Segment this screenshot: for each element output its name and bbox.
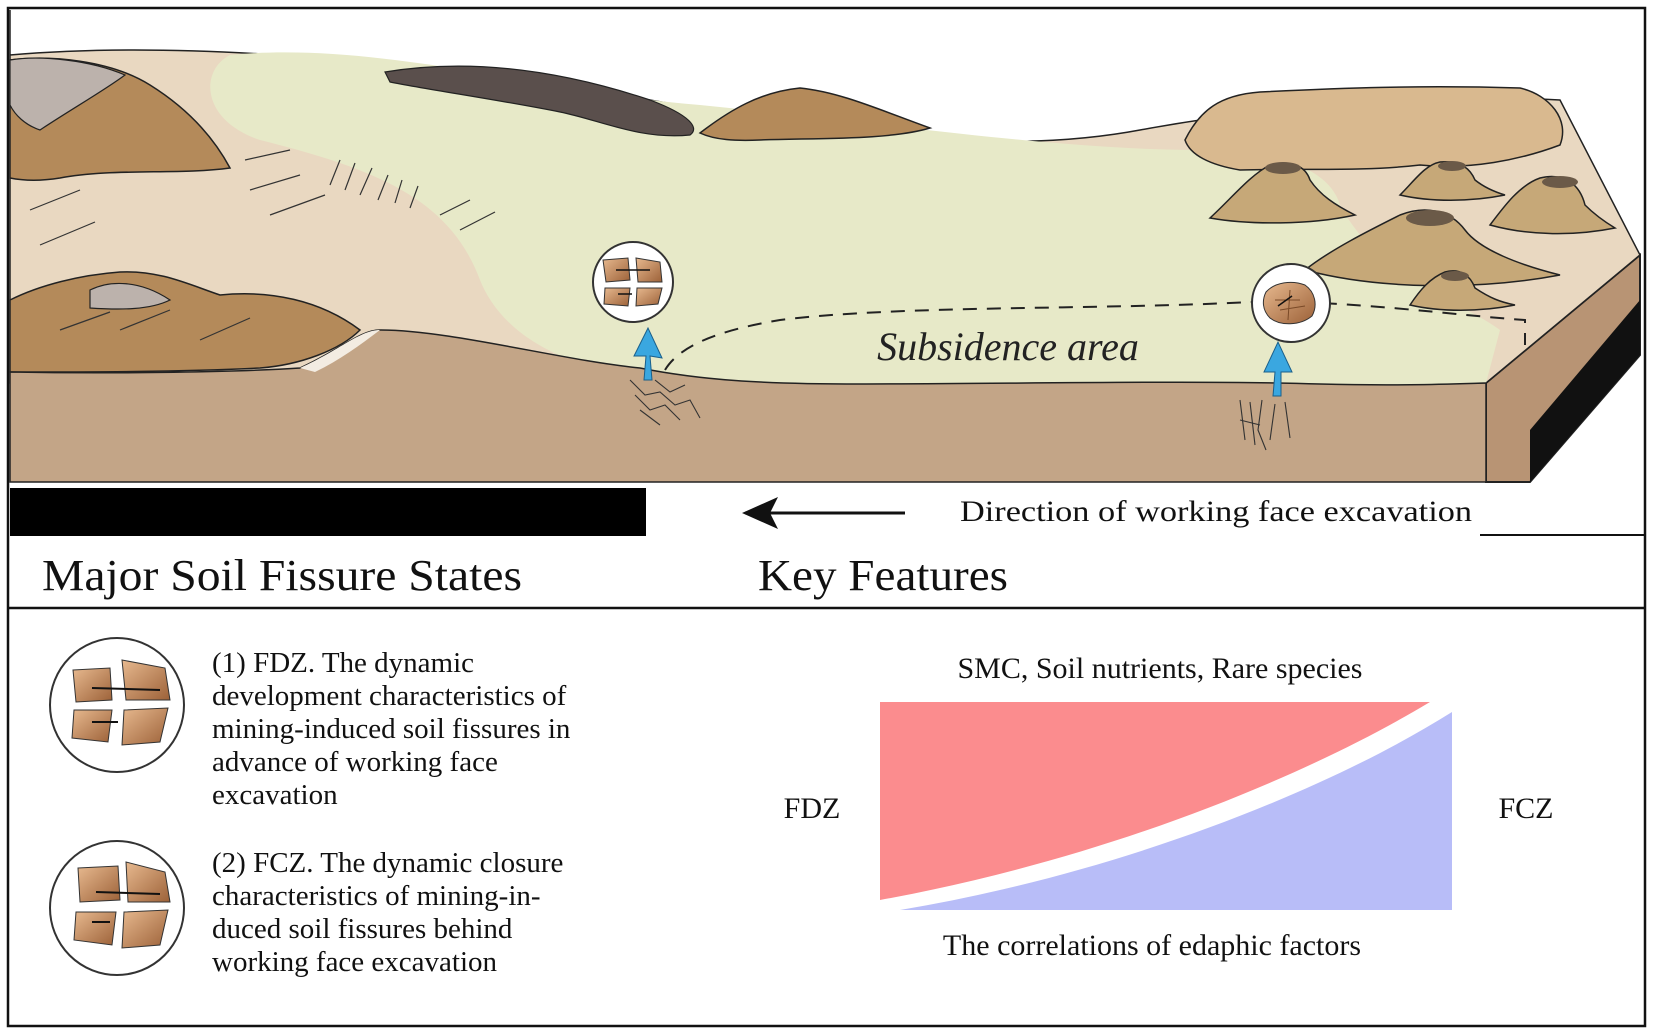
fdz-fissure-icon bbox=[49, 637, 185, 773]
fdz-line-2: development characteristics of bbox=[212, 680, 567, 712]
fdz-line-3: mining-induced soil fissures in bbox=[212, 713, 571, 745]
fissure-callout-fdz bbox=[592, 241, 674, 323]
left-back-hill-rock bbox=[9, 57, 127, 131]
direction-row: Direction of working face excavation bbox=[10, 488, 1645, 536]
ground-front-face bbox=[9, 329, 1487, 483]
fcz-line-3: duced soil fissures behind bbox=[212, 913, 513, 945]
blue-arrow-left bbox=[633, 326, 663, 381]
fdz-line-1: (1) FDZ. The dynamic bbox=[212, 647, 474, 679]
direction-arrowhead bbox=[742, 497, 778, 529]
states-heading: Major Soil Fissure States bbox=[42, 551, 522, 600]
state-item-fdz: (1) FDZ. The dynamic development charact… bbox=[49, 637, 578, 811]
features-bottom-label: The correlations of edaphic factors bbox=[943, 929, 1361, 962]
features-heading: Key Features bbox=[758, 551, 1008, 600]
surface-hatching bbox=[29, 149, 496, 341]
mound-2 bbox=[1398, 160, 1506, 201]
features-left-label: FDZ bbox=[784, 792, 841, 825]
right-plateau bbox=[1184, 86, 1564, 171]
fdz-description: (1) FDZ. The dynamic development charact… bbox=[212, 647, 578, 811]
mound-5 bbox=[1408, 270, 1516, 311]
mound-1 bbox=[1208, 162, 1358, 224]
working-face-bar bbox=[10, 488, 646, 536]
fcz-line-4: working face excavation bbox=[212, 946, 498, 978]
right-mound-group bbox=[1208, 160, 1618, 311]
ground-front-highlight bbox=[300, 330, 380, 372]
dark-rock-ridge bbox=[384, 65, 695, 137]
blue-arrow-right bbox=[1263, 340, 1293, 397]
features-top-label: SMC, Soil nutrients, Rare species bbox=[958, 652, 1363, 685]
key-features-graphic: SMC, Soil nutrients, Rare species FDZ FC… bbox=[784, 652, 1554, 962]
subsidence-zone bbox=[210, 52, 1500, 390]
fissure-crack-network-left bbox=[629, 379, 701, 426]
central-hill bbox=[698, 87, 933, 142]
landscape-block-diagram: Subsidence area bbox=[9, 10, 1641, 483]
fcz-fissure-icon bbox=[49, 840, 185, 976]
features-lower-wedge bbox=[900, 712, 1452, 910]
subsidence-boundary-dashed bbox=[664, 300, 1526, 371]
subsidence-area-label: Subsidence area bbox=[877, 324, 1139, 369]
fdz-line-5: excavation bbox=[212, 779, 338, 811]
features-upper-wedge bbox=[880, 702, 1430, 900]
mound-craters bbox=[1265, 161, 1578, 281]
block-side-shadow bbox=[1530, 300, 1640, 482]
state-item-fcz: (2) FCZ. The dynamic closure characteris… bbox=[49, 840, 571, 978]
fdz-line-4: advance of working face bbox=[212, 746, 498, 778]
direction-label: Direction of working face excavation bbox=[960, 495, 1472, 528]
fcz-line-2: characteristics of mining-in- bbox=[212, 880, 541, 912]
fissure-location-arrows bbox=[633, 326, 1293, 397]
features-right-label: FCZ bbox=[1498, 792, 1553, 825]
fissure-callout-fcz bbox=[1251, 263, 1331, 343]
fcz-description: (2) FCZ. The dynamic closure characteris… bbox=[212, 847, 571, 978]
fcz-line-1: (2) FCZ. The dynamic closure bbox=[212, 847, 563, 879]
mound-3 bbox=[1488, 175, 1618, 235]
left-front-hill-rock bbox=[89, 282, 172, 310]
fissure-crack-network-right bbox=[1239, 399, 1291, 451]
